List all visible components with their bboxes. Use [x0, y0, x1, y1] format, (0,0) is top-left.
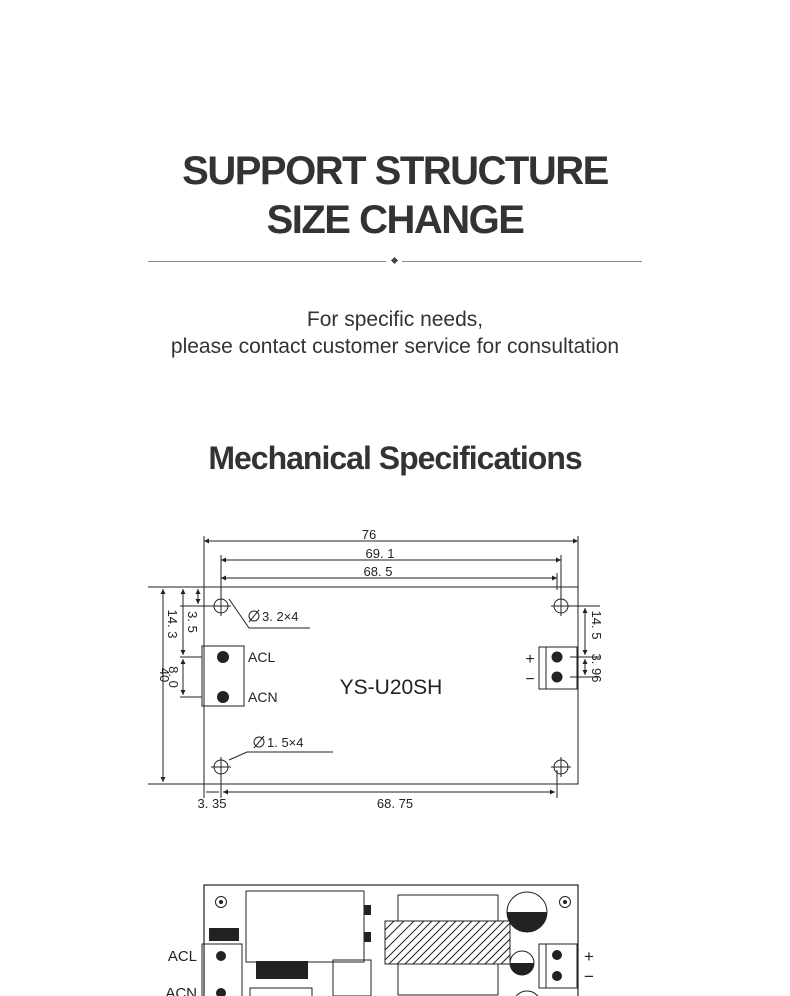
heading-line-1: SUPPORT STRUCTURE	[182, 149, 609, 193]
dim-14-3: 14. 3	[165, 610, 180, 639]
input-terminal-block	[201, 645, 245, 707]
terminal-label-minus: −	[525, 671, 534, 688]
mounting-hole-icon	[551, 757, 571, 777]
terminal-label-plus: +	[525, 651, 534, 668]
dim-3-96: 3. 96	[589, 654, 604, 683]
section-title: Mechanical Specifications	[208, 440, 582, 476]
dim-40: 40	[157, 668, 172, 682]
dim-14-5: 14. 5	[589, 611, 604, 640]
board-layout-drawing	[201, 884, 579, 996]
mounting-hole-icon	[211, 757, 231, 777]
dim-76: 76	[362, 527, 376, 542]
board-label-acl: ACL	[168, 948, 197, 965]
dim-68-5: 68. 5	[364, 564, 393, 579]
dim-68-75: 68. 75	[377, 796, 413, 811]
model-name: YS-U20SH	[340, 676, 443, 699]
hole-small-label: 1. 5×4	[267, 735, 304, 750]
dim-8-0: 8. 0	[166, 666, 181, 688]
subtitle-line-2: please contact customer service for cons…	[170, 335, 620, 358]
dim-3-35: 3. 35	[198, 796, 227, 811]
board-label-acn: ACN	[165, 985, 197, 996]
pin-acn-icon	[217, 691, 229, 703]
heading-line-2: SIZE CHANGE	[266, 198, 525, 242]
mounting-hole-icon	[211, 596, 231, 616]
subtitle-line-1: For specific needs,	[306, 308, 484, 331]
pin-minus-icon	[551, 671, 563, 683]
diameter-icon	[248, 609, 265, 749]
output-terminal-block	[538, 646, 578, 690]
pin-plus-icon	[551, 651, 563, 663]
terminal-label-acn: ACN	[248, 689, 278, 705]
board-label-minus: −	[584, 967, 594, 986]
hole-large-label: 3. 2×4	[262, 609, 299, 624]
board-outline	[203, 586, 579, 785]
dim-69-1: 69. 1	[366, 546, 395, 561]
mounting-hole-icon	[551, 596, 571, 616]
terminal-label-acl: ACL	[248, 649, 275, 665]
title-divider	[148, 256, 642, 265]
dim-3-5: 3. 5	[185, 611, 200, 633]
board-label-plus: +	[584, 947, 594, 966]
pin-acl-icon	[217, 651, 229, 663]
